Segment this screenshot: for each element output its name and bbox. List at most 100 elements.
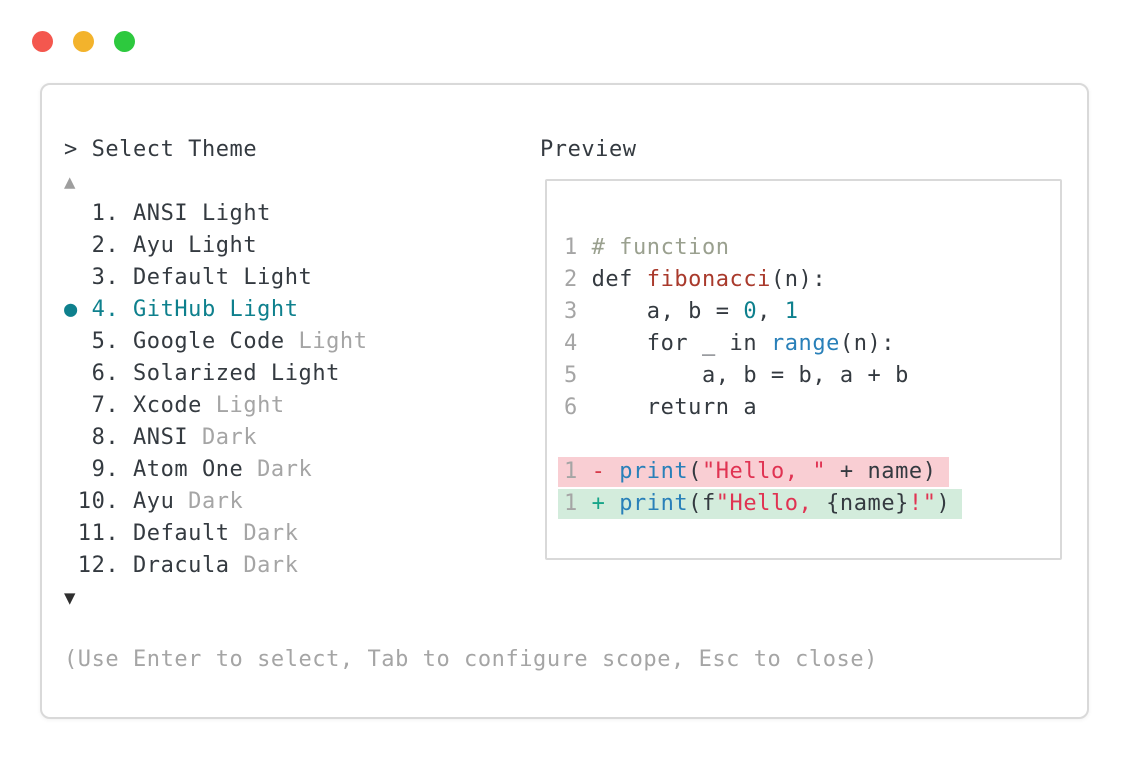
text-segment: (n):	[839, 331, 896, 356]
theme-item-solarized-light[interactable]: 6. Solarized Light	[64, 358, 368, 390]
diff-highlight-removed: 1 - print("Hello, " + name)	[558, 457, 949, 487]
zoom-button-icon[interactable]	[114, 31, 135, 52]
code-line-6: 6 return a	[564, 392, 962, 424]
minimize-button-icon[interactable]	[73, 31, 94, 52]
text-segment: return a	[591, 395, 758, 420]
text-segment: "Hello,	[715, 491, 827, 516]
theme-item-default[interactable]: 11. Default Dark	[64, 518, 368, 550]
text-segment: Dark	[229, 521, 299, 546]
text-segment: 1	[564, 235, 592, 260]
theme-item-ayu-light[interactable]: 2. Ayu Light	[64, 230, 368, 262]
theme-item-atom-one[interactable]: 9. Atom One Dark	[64, 454, 368, 486]
code-line-3: 3 a, b = 0, 1	[564, 296, 962, 328]
text-segment: 12. Dracula	[77, 553, 230, 578]
text-segment: 1	[784, 299, 799, 324]
text-segment: +	[591, 491, 620, 516]
text-segment: Light	[201, 393, 285, 418]
theme-item-default-light[interactable]: 3. Default Light	[64, 262, 368, 294]
text-segment	[64, 457, 78, 482]
text-segment: 3	[564, 299, 592, 324]
text-segment: 6	[564, 395, 592, 420]
scroll-row-down[interactable]: ▼	[64, 582, 368, 614]
text-segment	[64, 265, 78, 290]
scroll-down-icon[interactable]: ▼	[64, 587, 76, 609]
theme-item-ayu[interactable]: 10. Ayu Dark	[64, 486, 368, 518]
text-segment: Light	[284, 329, 368, 354]
keyboard-hint: (Use Enter to select, Tab to configure s…	[64, 647, 878, 672]
theme-item-xcode[interactable]: 7. Xcode Light	[64, 390, 368, 422]
text-segment: for _ in	[591, 331, 771, 356]
theme-item-github-light[interactable]: ● 4. GitHub Light	[64, 294, 368, 326]
text-segment: )	[936, 491, 951, 516]
text-segment: ,	[757, 299, 785, 324]
text-segment	[64, 393, 78, 418]
diff-highlight-added: 1 + print(f"Hello, {name}!")	[558, 489, 963, 519]
text-segment: 0	[743, 299, 758, 324]
text-segment: Dark	[188, 425, 258, 450]
text-segment: Dark	[243, 457, 313, 482]
text-segment: + name)	[826, 459, 937, 484]
theme-list-pane: > Select Theme ▲ 1. ANSI Light 2. Ayu Li…	[64, 134, 368, 614]
text-segment: 5. Google Code	[77, 329, 285, 354]
text-segment: 1. ANSI Light	[77, 201, 271, 226]
code-line-2: 2 def fibonacci(n):	[564, 264, 962, 296]
text-segment: 10. Ayu	[77, 489, 175, 514]
text-segment: 8. ANSI	[77, 425, 189, 450]
text-segment: print	[619, 491, 689, 516]
text-segment	[64, 201, 78, 226]
text-segment: 2	[564, 267, 592, 292]
code-line-4: 4 for _ in range(n):	[564, 328, 962, 360]
text-segment: 4	[564, 331, 592, 356]
text-segment: print	[619, 459, 689, 484]
text-segment: fibonacci	[646, 267, 771, 292]
text-segment: (f	[688, 491, 716, 516]
text-segment: -	[591, 459, 620, 484]
text-segment: 1	[564, 459, 592, 484]
code-line-1: 1 # function	[564, 232, 962, 264]
theme-item-google-code[interactable]: 5. Google Code Light	[64, 326, 368, 358]
text-segment: 3. Default Light	[77, 265, 313, 290]
text-segment	[64, 329, 78, 354]
close-button-icon[interactable]	[32, 31, 53, 52]
theme-item-dracula[interactable]: 12. Dracula Dark	[64, 550, 368, 582]
code-line-5: 5 a, b = b, a + b	[564, 360, 962, 392]
text-segment: ●	[64, 297, 78, 322]
window-controls	[32, 31, 135, 52]
text-segment: def	[591, 267, 647, 292]
text-segment: range	[770, 331, 840, 356]
text-segment: (	[688, 459, 702, 484]
text-segment	[64, 361, 78, 386]
text-segment	[64, 425, 78, 450]
text-segment	[64, 553, 78, 578]
code-blank-line	[564, 424, 962, 456]
text-segment: a, b =	[591, 299, 744, 324]
text-segment: # function	[591, 235, 730, 260]
text-segment: 6. Solarized Light	[77, 361, 340, 386]
theme-selector-window: > Select Theme ▲ 1. ANSI Light 2. Ayu Li…	[40, 83, 1089, 719]
scroll-row-up[interactable]: ▲	[64, 166, 368, 198]
text-segment: 11. Default	[77, 521, 230, 546]
select-theme-prompt: > Select Theme	[64, 137, 258, 162]
text-segment	[64, 489, 78, 514]
diff-line-removed: 1 - print("Hello, " + name)	[558, 456, 962, 488]
text-segment: 9. Atom One	[77, 457, 244, 482]
text-segment: 4. GitHub Light	[77, 297, 299, 322]
text-segment: 5	[564, 363, 592, 388]
text-segment: 7. Xcode	[77, 393, 202, 418]
scroll-up-icon[interactable]: ▲	[64, 171, 76, 193]
text-segment: "Hello, "	[701, 459, 827, 484]
text-segment: Dark	[229, 553, 299, 578]
theme-item-ansi-light[interactable]: 1. ANSI Light	[64, 198, 368, 230]
text-segment	[64, 521, 78, 546]
text-segment: (n):	[770, 267, 827, 292]
text-segment: 1	[564, 491, 592, 516]
theme-list: 1. ANSI Light 2. Ayu Light 3. Default Li…	[64, 198, 368, 582]
text-segment: Dark	[174, 489, 244, 514]
theme-item-ansi[interactable]: 8. ANSI Dark	[64, 422, 368, 454]
preview-title: Preview	[540, 137, 637, 162]
text-segment: a, b = b, a + b	[591, 363, 909, 388]
text-segment: !"	[908, 491, 937, 516]
